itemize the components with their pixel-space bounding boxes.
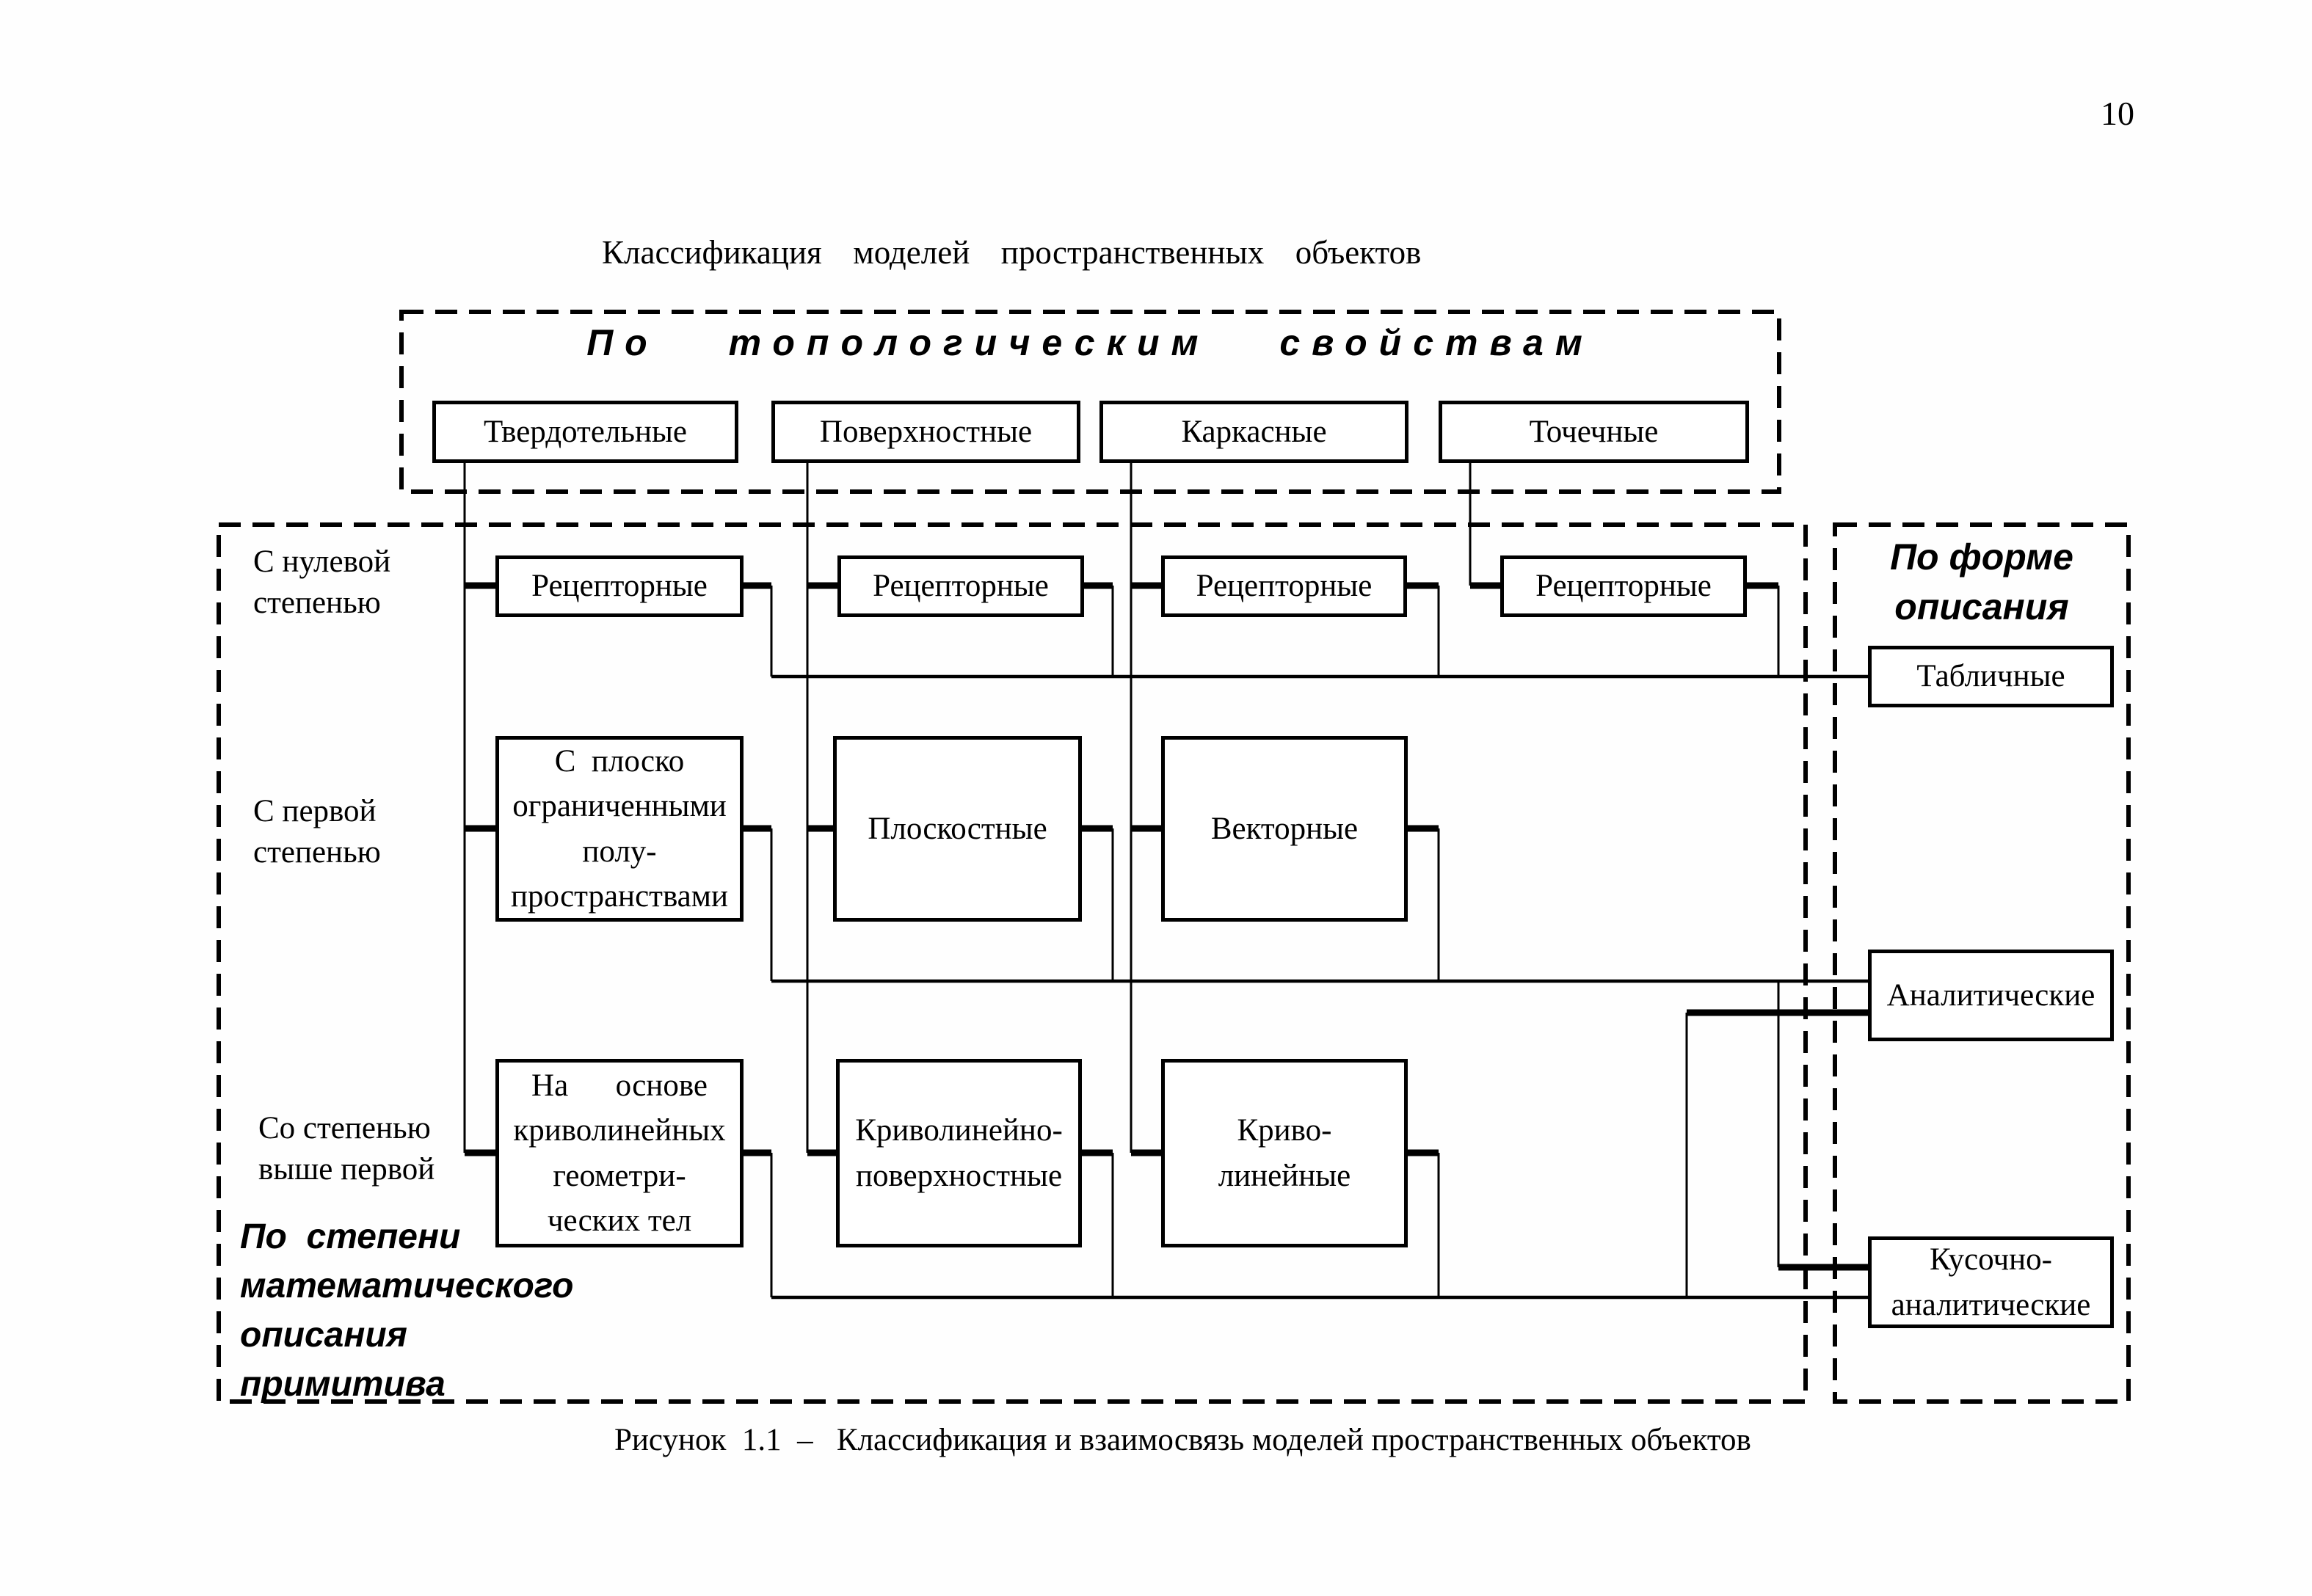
box-poverkhnostnye: Поверхностные bbox=[771, 401, 1080, 463]
box-ploskostnye: Плоскостные bbox=[833, 736, 1082, 922]
math-description-degree-heading: По степени математического описания прим… bbox=[240, 1217, 574, 1404]
dashed-group-frame-1 bbox=[399, 310, 1781, 494]
topological-properties-heading: По топологическим свойствам bbox=[586, 322, 1594, 363]
box-tverdotelnye: Твердотельные bbox=[432, 401, 738, 463]
box-plosko-ogranichennymi: С плоско ограниченными полу- пространств… bbox=[495, 736, 744, 922]
row-label-first-degree: С первой степенью bbox=[253, 794, 381, 870]
row-label-zero-degree: С нулевой степенью bbox=[253, 544, 391, 620]
box-retseptornye-4: Рецепторные bbox=[1500, 555, 1747, 617]
page-title: Классификация моделей пространственных о… bbox=[602, 234, 1422, 271]
box-vektornye: Векторные bbox=[1161, 736, 1408, 922]
box-tablichnye: Табличные bbox=[1868, 646, 2114, 707]
box-retseptornye-2: Рецепторные bbox=[837, 555, 1084, 617]
box-krivolineynye: Криво- линейные bbox=[1161, 1059, 1408, 1247]
page-number: 10 bbox=[2101, 95, 2134, 132]
box-tochechnye: Точечные bbox=[1439, 401, 1749, 463]
box-analiticheskie: Аналитические bbox=[1868, 950, 2114, 1041]
dashed-group-frame-2 bbox=[217, 522, 1808, 1404]
box-karkasnye: Каркасные bbox=[1099, 401, 1408, 463]
box-retseptornye-1: Рецепторные bbox=[495, 555, 744, 617]
figure-caption: Рисунок 1.1 – Классификация и взаимосвяз… bbox=[614, 1423, 1751, 1457]
box-krivolineynykh-tel: На основе криволинейных геометри- ческих… bbox=[495, 1059, 744, 1247]
dashed-group-frame-3 bbox=[1833, 522, 2131, 1404]
row-label-above-first-degree: Со степенью выше первой bbox=[258, 1111, 435, 1187]
box-retseptornye-3: Рецепторные bbox=[1161, 555, 1407, 617]
box-kusochno-analiticheskie: Кусочно- аналитические bbox=[1868, 1236, 2114, 1328]
box-krivolineyno-poverkhnostnye: Криволинейно- поверхностные bbox=[836, 1059, 1082, 1247]
form-of-description-heading: По форме описания bbox=[1890, 536, 2073, 627]
